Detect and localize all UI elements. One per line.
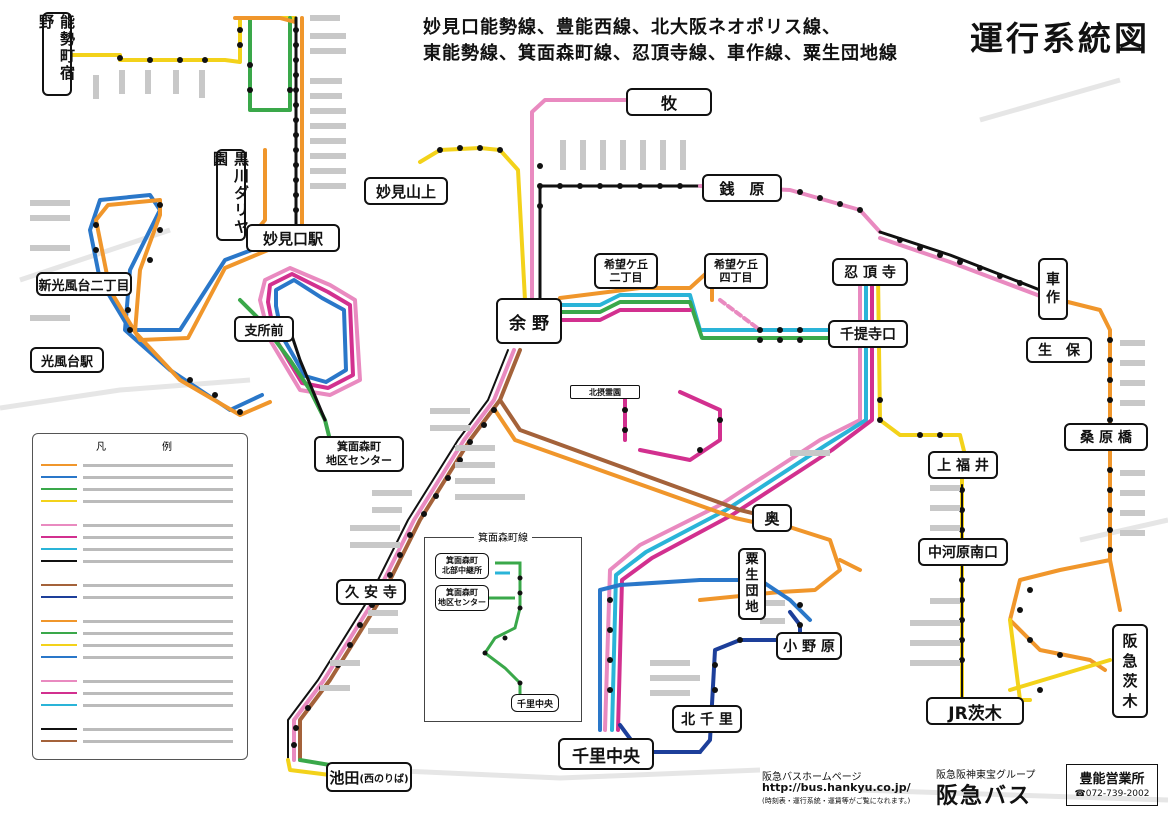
legend-swatch-navy [41, 596, 77, 598]
station-minoh-center[interactable]: 箕面森町 地区センター [314, 436, 404, 472]
station-kitasenri[interactable]: 北 千 里 [672, 705, 742, 733]
legend-swatch-black [41, 560, 77, 562]
legend-swatch-green [41, 488, 77, 490]
header-main-title: 運行系統図 [970, 12, 1150, 60]
station-ikeda-sub: (西のりば) [359, 770, 408, 785]
legend-swatch-pink [41, 524, 77, 526]
station-ikeda-label: 池田 [329, 767, 359, 788]
route-yellow-nose [70, 18, 295, 62]
legend-swatch-yellow [41, 500, 77, 502]
station-kibougaoka-2[interactable]: 希望ケ丘 二丁目 [594, 253, 658, 289]
station-kodai-eki[interactable]: 光風台駅 [30, 347, 104, 373]
station-myokenguchi[interactable]: 妙見口駅 [246, 224, 340, 252]
station-seibo[interactable]: 生 保 [1026, 337, 1092, 363]
station-ikeda[interactable]: 池田 (西のりば) [326, 762, 412, 792]
route-orange-kurumasaku [1060, 300, 1110, 430]
inset-box-center[interactable]: 箕面森町 地区センター [435, 585, 489, 611]
station-senri-chuo[interactable]: 千里中央 [558, 738, 654, 770]
station-nakagawara[interactable]: 中河原南口 [918, 538, 1008, 566]
station-ninchoji[interactable]: 忍 頂 寺 [832, 258, 908, 286]
inset-minoh-line: 箕面森町線 箕面森町 北部中継所 箕面森町 地区センター 千里中央 [424, 537, 582, 722]
station-yono[interactable]: 余 野 [496, 298, 562, 344]
inset-box-senri-chuo[interactable]: 千里中央 [511, 694, 559, 712]
legend-swatch-brown [41, 584, 77, 586]
footer-office-box: 豊能営業所 ☎072-739-2002 [1066, 764, 1158, 806]
route-green-upper [250, 18, 290, 110]
station-maki[interactable]: 牧 [626, 88, 712, 116]
station-myoken-yamaue[interactable]: 妙見山上 [364, 177, 448, 205]
legend-box: 凡 例 [32, 433, 248, 760]
header-subtitle-line2: 東能勢線、箕面森町線、忍頂寺線、車作線、粟生団地線 [423, 39, 898, 65]
legend-swatch-cyan [41, 548, 77, 550]
station-kurokawa[interactable]: 黒川ダリヤ園 [216, 149, 246, 241]
station-kibougaoka-4[interactable]: 希望ケ丘 四丁目 [704, 253, 768, 289]
station-kita-nose-label: 北摂霊園 [570, 385, 640, 399]
legend-swatch-magenta [41, 536, 77, 538]
station-hankyu-ibaraki[interactable]: 阪 急 茨 木 [1112, 624, 1148, 718]
station-senteiji[interactable]: 千提寺口 [828, 320, 908, 348]
station-oku[interactable]: 奥 [752, 504, 792, 532]
station-jr-ibaraki[interactable]: JR茨木 [926, 697, 1024, 725]
footer-office: 豊能営業所 [1067, 768, 1157, 787]
station-onohara[interactable]: 小 野 原 [776, 632, 842, 660]
inset-box-north[interactable]: 箕面森町 北部中継所 [435, 553, 489, 579]
station-shinkodai-2[interactable]: 新光風台二丁目 [36, 272, 132, 296]
station-kuanji[interactable]: 久 安 寺 [336, 579, 406, 605]
station-shishomae[interactable]: 支所前 [234, 316, 294, 342]
route-yellow-myoken [420, 148, 525, 300]
station-nose-cho-office[interactable]: 能勢町宿野 [42, 12, 72, 96]
route-orange-nose [235, 18, 295, 22]
station-zenihara[interactable]: 銭 原 [702, 174, 782, 202]
station-kuwabara[interactable]: 桑 原 橋 [1064, 423, 1148, 451]
station-kurumasaku[interactable]: 車 作 [1038, 258, 1068, 320]
footer-url-note: (時刻表・運行系統・運賃等がご覧になれます。) [762, 796, 910, 806]
legend-title: 凡 例 [33, 438, 247, 453]
station-kamifukui[interactable]: 上 福 井 [928, 451, 998, 479]
footer-phone: ☎072-739-2002 [1067, 789, 1157, 799]
footer-url[interactable]: http://bus.hankyu.co.jp/ [762, 781, 911, 794]
route-pink-ninchoji [605, 275, 860, 730]
footer-brand-logo: 阪急バス [936, 778, 1032, 810]
station-ao-danchi[interactable]: 粟 生 団 地 [738, 548, 766, 620]
header-subtitle-line1: 妙見口能勢線、豊能西線、北大阪ネオポリス線、 [423, 13, 841, 39]
legend-swatch-blue [41, 476, 77, 478]
legend-swatch-orange [41, 464, 77, 466]
